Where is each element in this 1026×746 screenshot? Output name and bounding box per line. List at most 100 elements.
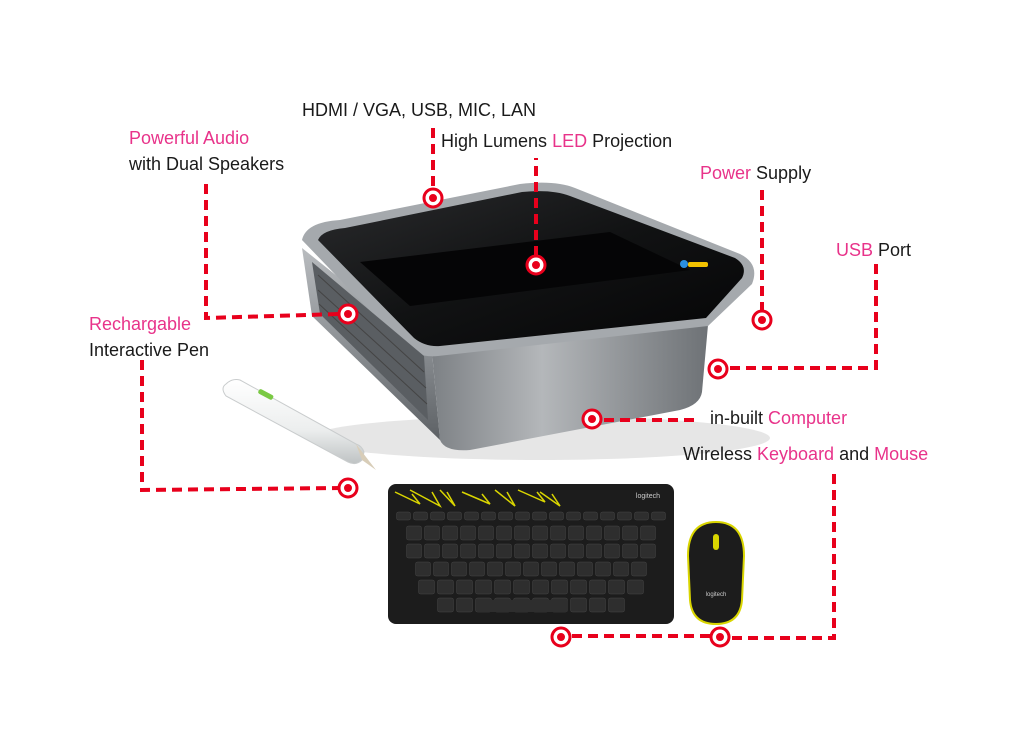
keyboard-pattern-stroke xyxy=(539,491,561,507)
keyboard-key xyxy=(464,511,479,521)
keyboard-key xyxy=(640,543,656,559)
keyboard-pattern-stroke xyxy=(517,489,546,503)
label-pen-line2: Interactive Pen xyxy=(89,340,210,360)
keyboard-key xyxy=(494,579,511,595)
keyboard-key xyxy=(550,543,566,559)
keyboard-key xyxy=(487,561,503,577)
keyboard-key xyxy=(608,597,625,613)
marker-mouse xyxy=(709,626,731,648)
keyboard-key xyxy=(424,543,440,559)
keyboard-key xyxy=(515,511,530,521)
label-ports-text: HDMI / VGA, USB, MIC, LAN xyxy=(302,100,537,120)
marker-keyboard xyxy=(550,626,572,648)
interactive-pen xyxy=(222,379,376,470)
keyboard-key xyxy=(460,543,476,559)
label-wireless: Wireless Keyboard and Mouse xyxy=(683,443,928,465)
keyboard-key xyxy=(608,579,625,595)
keyboard-key xyxy=(437,579,454,595)
marker-power xyxy=(751,309,773,331)
keyboard-key xyxy=(406,525,422,541)
keyboard-key xyxy=(514,525,530,541)
keyboard-key xyxy=(622,543,638,559)
keyboard-key xyxy=(651,511,666,521)
keyboard-key xyxy=(589,597,606,613)
keyboard-key xyxy=(613,561,629,577)
label-audio: Powerful Audio with Dual Speakers xyxy=(129,127,284,175)
keyboard-key xyxy=(478,543,494,559)
keyboard-key xyxy=(570,597,587,613)
label-pen-line1: Rechargable xyxy=(89,314,192,334)
wireless-mouse: logitech xyxy=(686,520,746,626)
keyboard-key xyxy=(586,543,602,559)
keyboard-pattern-stroke xyxy=(409,489,442,508)
keyboard-pattern-stroke xyxy=(439,489,456,507)
label-wireless-hl2: Mouse xyxy=(874,444,929,464)
keyboard-key xyxy=(496,525,512,541)
keyboard-key xyxy=(505,561,521,577)
keyboard-key xyxy=(532,543,548,559)
target-markers xyxy=(337,187,773,648)
keyboard-spacebar xyxy=(476,600,568,612)
keyboard-key xyxy=(551,579,568,595)
keyboard-key xyxy=(424,525,440,541)
label-projection-post: Projection xyxy=(587,131,673,151)
keyboard-key xyxy=(496,543,512,559)
keyboard-key xyxy=(568,525,584,541)
leader-audio xyxy=(204,184,341,321)
keyboard-key xyxy=(478,525,494,541)
leader-usb xyxy=(730,262,878,370)
label-ports: HDMI / VGA, USB, MIC, LAN xyxy=(302,99,536,121)
keyboard-pattern-stroke xyxy=(461,491,491,505)
marker-audio xyxy=(337,303,359,325)
keyboard-key xyxy=(589,579,606,595)
wireless-keyboard: logitech xyxy=(388,484,674,624)
keyboard-key xyxy=(456,597,473,613)
label-audio-line2: with Dual Speakers xyxy=(129,154,285,174)
keyboard-key xyxy=(514,543,530,559)
marker-usb xyxy=(707,358,729,380)
label-usb-hl: USB xyxy=(836,240,874,260)
keyboard-key xyxy=(437,597,454,613)
keyboard-key xyxy=(604,525,620,541)
keyboard-key xyxy=(406,543,422,559)
keyboard-key xyxy=(559,561,575,577)
marker-projection xyxy=(525,254,547,276)
label-power-hl: Power xyxy=(700,163,752,183)
label-projection: High Lumens LED Projection xyxy=(441,130,672,152)
keyboard-key xyxy=(568,543,584,559)
label-audio-line1: Powerful Audio xyxy=(129,128,250,148)
label-computer: in-built Computer xyxy=(710,407,847,429)
keyboard-key xyxy=(460,525,476,541)
label-wireless-mid: and xyxy=(834,444,875,464)
keyboard-key xyxy=(433,561,449,577)
label-wireless-hl1: Keyboard xyxy=(757,444,835,464)
keyboard-brand: logitech xyxy=(636,493,660,500)
keyboard-key xyxy=(469,561,485,577)
marker-computer xyxy=(581,408,603,430)
keyboard-key xyxy=(586,525,602,541)
keyboard-key xyxy=(413,511,428,521)
keyboard-key xyxy=(532,511,547,521)
keyboard-key xyxy=(513,579,530,595)
keyboard-key xyxy=(475,579,492,595)
label-pen: Rechargable Interactive Pen xyxy=(89,313,209,361)
label-power: Power Supply xyxy=(700,162,811,184)
label-power-post: Supply xyxy=(751,163,812,183)
keyboard-key xyxy=(498,511,513,521)
projector-device xyxy=(302,182,770,460)
label-computer-pre: in-built xyxy=(710,408,769,428)
keyboard-key xyxy=(595,561,611,577)
keyboard-key xyxy=(541,561,557,577)
marker-pen xyxy=(337,477,359,499)
label-usb: USB Port xyxy=(836,239,911,261)
keyboard-key xyxy=(442,543,458,559)
keyboard-key xyxy=(634,511,649,521)
label-computer-hl: Computer xyxy=(768,408,848,428)
keyboard-key xyxy=(550,525,566,541)
keyboard-key xyxy=(396,511,411,521)
keyboard-key xyxy=(640,525,656,541)
mouse-brand: logitech xyxy=(706,592,727,598)
keyboard-key xyxy=(622,525,638,541)
